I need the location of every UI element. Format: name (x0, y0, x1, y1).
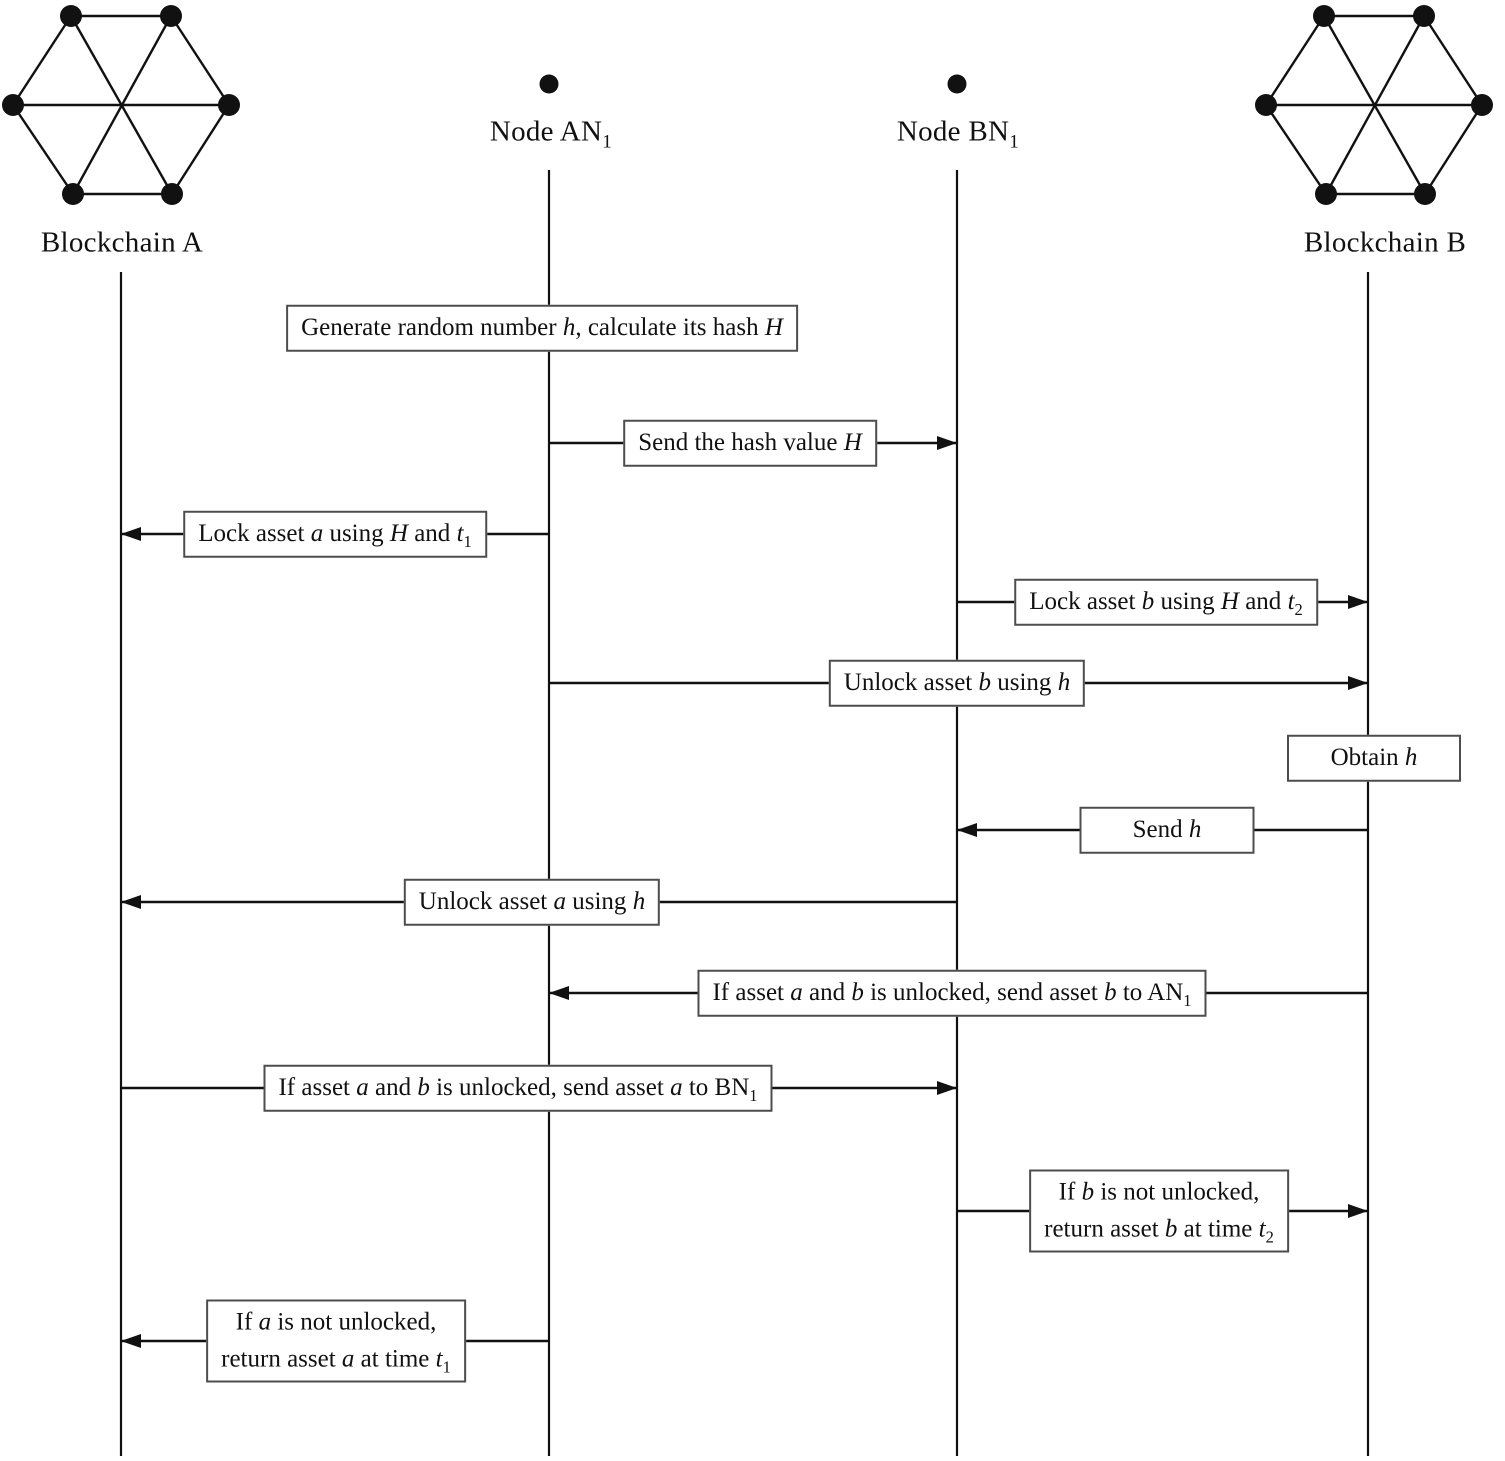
blockchain-b-network-icon (1255, 5, 1493, 205)
blockchain-a-label: Blockchain A (40, 226, 204, 259)
lock-asset-b-label: Lock asset b using H and t2 (1014, 578, 1318, 626)
node-an1-label: Node AN1 (489, 115, 613, 153)
send-asset-a-to-bn1-label: If asset a and b is unlocked, send asset… (263, 1064, 773, 1112)
blockchain-b-label: Blockchain B (1303, 226, 1467, 259)
return-asset-b-label: If b is not unlocked,return asset b at t… (1029, 1169, 1289, 1253)
send-h-label: Send h (1079, 806, 1255, 854)
return-asset-a-label: If a is not unlocked,return asset a at t… (206, 1299, 466, 1383)
send-asset-b-to-an1-label: If asset a and b is unlocked, send asset… (697, 969, 1207, 1017)
lock-asset-a-label: Lock asset a using H and t1 (183, 510, 487, 558)
obtain-h-note-label: Obtain h (1287, 734, 1461, 782)
node-bn1-label-text: Node BN (896, 115, 1010, 148)
node-an1-label-text: Node AN (489, 115, 603, 148)
unlock-asset-a-label: Unlock asset a using h (403, 878, 661, 926)
blockchain-a-network-icon (2, 5, 240, 205)
unlock-asset-b-label: Unlock asset b using h (828, 659, 1086, 707)
generate-hash-note-label: Generate random number h, calculate its … (286, 304, 798, 352)
node-bn1-dot-icon (947, 74, 967, 94)
send-hash-value-label: Send the hash value H (623, 419, 877, 467)
node-an1-label-subscript: 1 (602, 131, 613, 153)
node-bn1-label-subscript: 1 (1009, 131, 1020, 153)
node-an1-dot-icon (539, 74, 559, 94)
node-bn1-label: Node BN1 (896, 115, 1020, 153)
